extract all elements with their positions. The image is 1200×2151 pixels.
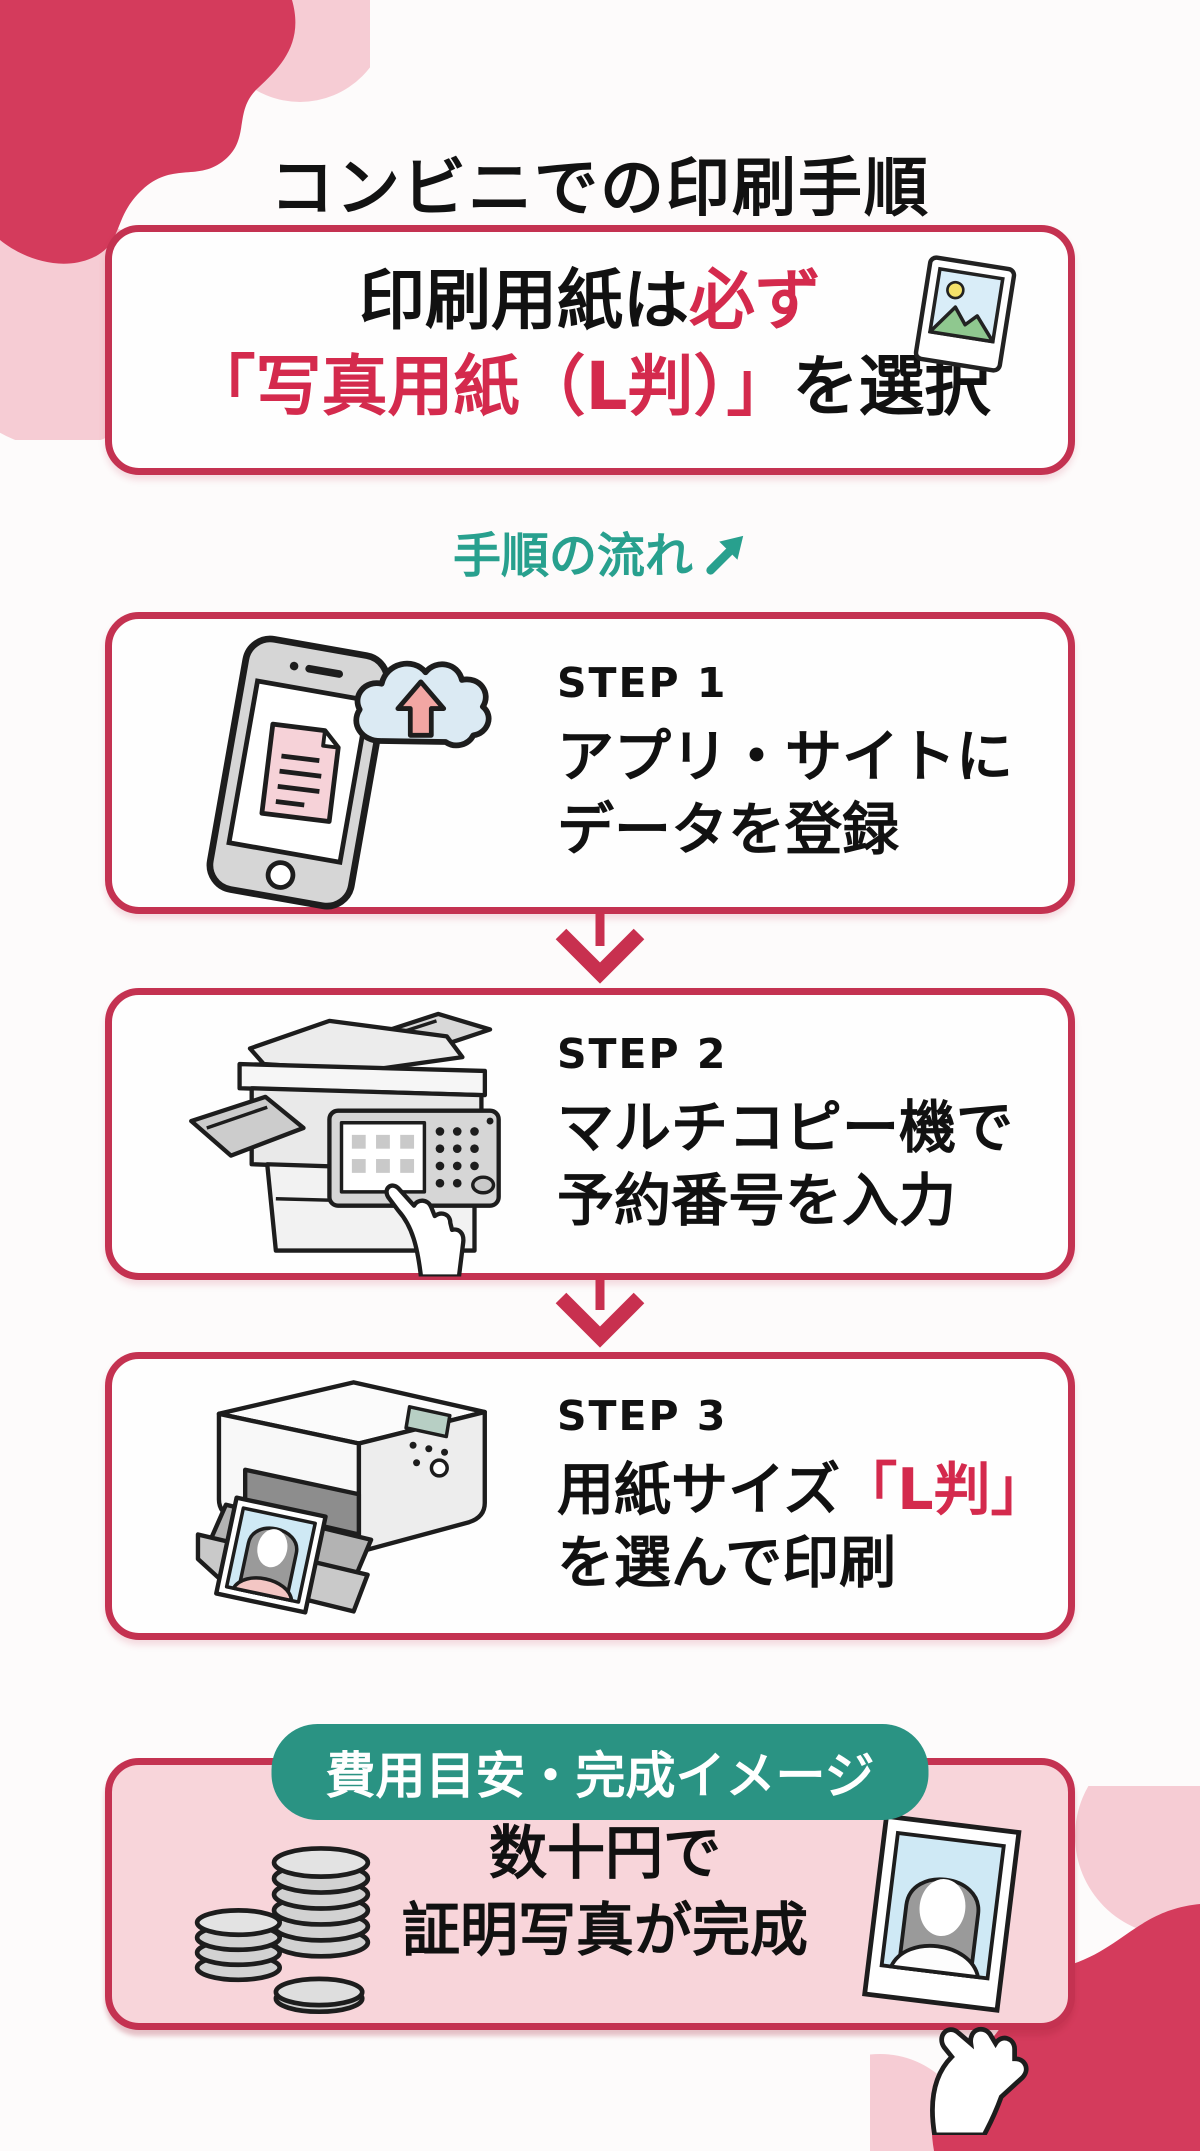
down-arrow-connector-2 [555, 1276, 645, 1348]
step-3-label: STEP 3 [557, 1392, 728, 1441]
step-3-line-2: を選んで印刷 [557, 1530, 897, 1596]
photo-printer-illustration [195, 1380, 487, 1615]
step-3-line1-red: 「L判」 [840, 1457, 1048, 1524]
hand-holding-id-photo-illustration [862, 1813, 1029, 2135]
smartphone-cloud-upload-illustration [206, 635, 492, 910]
landscape-photo-icon [913, 255, 1017, 373]
step-1-text: STEP 1 アプリ・サイトに データを登録 [557, 659, 1013, 867]
step-2-card: STEP 2 マルチコピー機で 予約番号を入力 [105, 988, 1075, 1280]
step-3-card: STEP 3 用紙サイズ「L判」 を選んで印刷 [105, 1352, 1075, 1640]
step-2-line-2: 予約番号を入力 [557, 1168, 956, 1234]
notice-line1-red: 必ず [689, 262, 821, 339]
notice-line1-black: 印刷用紙は [359, 262, 689, 339]
northeast-arrow-icon [706, 535, 744, 575]
notice-line2-red: 「写真用紙（L判）」 [189, 347, 793, 425]
paper-notice-box: 印刷用紙は必ず 「写真用紙（L判）」を選択 [105, 225, 1075, 475]
cost-result-text: 数十円で 証明写真が完成 [357, 1815, 853, 1968]
step-1-line-2: データを登録 [557, 797, 899, 863]
coin-stacks-illustration [194, 1846, 371, 2015]
step-3-line-1: 用紙サイズ「L判」 [557, 1454, 1048, 1527]
multicopy-machine-keypad-illustration [189, 1011, 501, 1277]
step-2-line1-black: マルチコピー機で [557, 1095, 1013, 1162]
notice-line-1: 印刷用紙は必ず [112, 258, 1068, 344]
flow-label: 手順の流れ [452, 528, 693, 584]
step-2-text: STEP 2 マルチコピー機で 予約番号を入力 [557, 1030, 1013, 1238]
step-3-line1-black: 用紙サイズ [557, 1457, 841, 1524]
step-1-card: STEP 1 アプリ・サイトに データを登録 [105, 612, 1075, 914]
page-title: コンビニでの印刷手順 [270, 151, 930, 226]
cost-line-2: 証明写真が完成 [401, 1895, 808, 1964]
cost-result-badge: 費用目安・完成イメージ [271, 1724, 929, 1820]
step-1-line-1: アプリ・サイトに [557, 721, 1013, 794]
step-2-label: STEP 2 [557, 1030, 728, 1079]
step-3-text: STEP 3 用紙サイズ「L判」 を選んで印刷 [557, 1392, 1048, 1600]
step-2-line-1: マルチコピー機で [557, 1092, 1013, 1165]
step-1-line1-black: アプリ・サイトに [557, 724, 1013, 791]
down-arrow-connector-1 [555, 912, 645, 984]
flow-heading: 手順の流れ [0, 516, 1200, 586]
step-1-label: STEP 1 [557, 659, 728, 708]
cost-line-1: 数十円で [488, 1819, 721, 1887]
